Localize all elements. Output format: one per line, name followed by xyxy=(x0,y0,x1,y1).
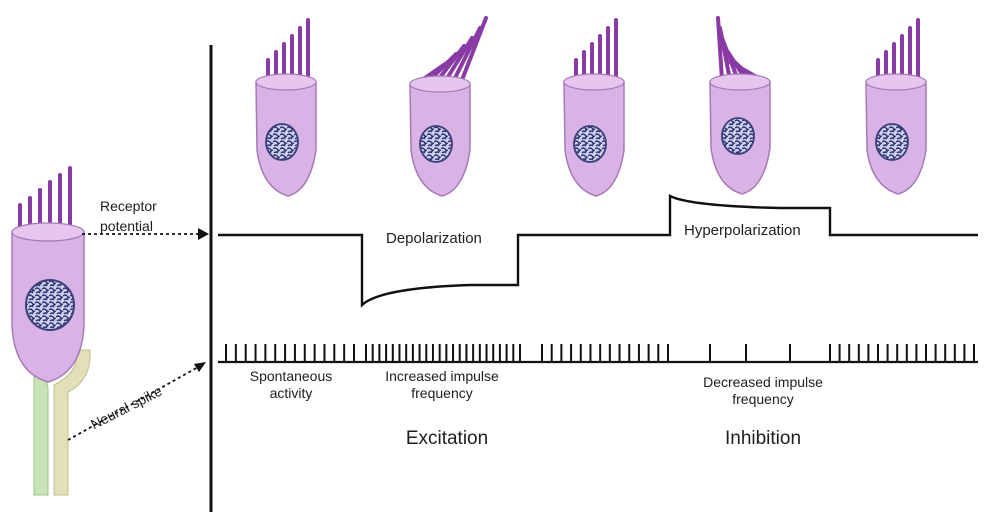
spike-train xyxy=(225,344,975,362)
nucleus xyxy=(25,279,75,331)
decreased-line1: Decreased impulse xyxy=(703,374,823,390)
receptor-potential-label: Receptor potential xyxy=(100,196,157,236)
receptor-potential-line1: Receptor xyxy=(100,198,157,214)
spontaneous-line1: Spontaneous xyxy=(249,368,333,384)
excitation-label: Excitation xyxy=(405,428,489,449)
spontaneous-line2: activity xyxy=(269,385,313,401)
nucleus xyxy=(573,125,607,163)
nucleus xyxy=(875,123,909,161)
hair-cell-resting-2 xyxy=(563,18,625,197)
depolarization-label: Depolarization xyxy=(386,230,482,247)
decreased-frequency-label: Decreased impulse frequency xyxy=(668,374,858,408)
hair-cell-resting-1 xyxy=(255,18,317,197)
hair-cell-deflected-excitatory xyxy=(409,16,488,197)
cell-top xyxy=(11,222,85,242)
decreased-line2: frequency xyxy=(732,391,794,407)
receptor-potential-line2: potential xyxy=(100,218,153,234)
increased-frequency-label: Increased impulse frequency xyxy=(362,368,522,402)
spike-arrow xyxy=(67,365,201,441)
large-hair-cell xyxy=(11,166,91,496)
receptor-potential-trace xyxy=(218,194,978,308)
increased-line2: frequency xyxy=(411,385,473,401)
spike-arrowhead xyxy=(194,362,206,372)
inhibition-label: Inhibition xyxy=(724,428,802,449)
hair-cell-deflected-inhibitory xyxy=(709,16,771,195)
hyperpolarization-label: Hyperpolarization xyxy=(684,222,801,239)
stereocilia-bundle xyxy=(18,166,72,232)
increased-line1: Increased impulse xyxy=(385,368,499,384)
spontaneous-activity-label: Spontaneous activity xyxy=(226,368,356,402)
nucleus xyxy=(419,125,453,163)
nucleus xyxy=(721,117,755,155)
hair-cell-resting-3 xyxy=(865,18,927,195)
receptor-arrowhead xyxy=(198,228,209,240)
nucleus xyxy=(265,123,299,161)
